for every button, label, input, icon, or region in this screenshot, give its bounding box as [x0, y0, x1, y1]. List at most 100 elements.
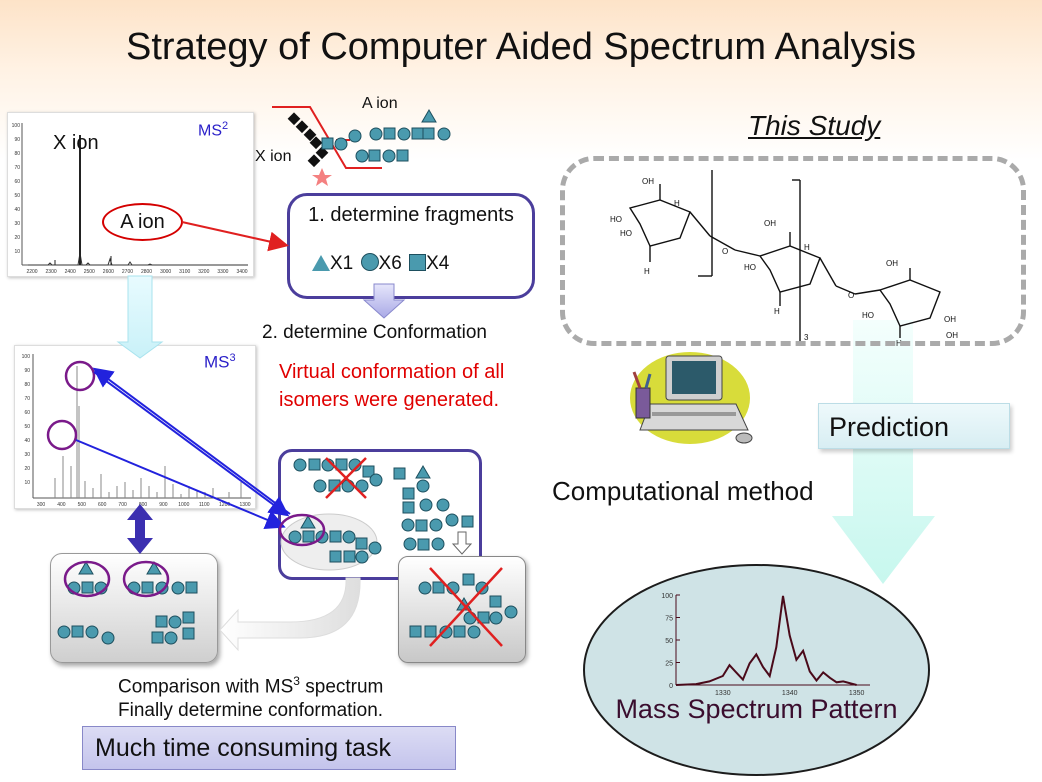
a-ion-to-fragments-arrow [181, 221, 289, 252]
ms2-y-tick: 40 [14, 207, 20, 213]
ms3-peaks [54, 366, 242, 498]
parent-glycan-structure [272, 106, 451, 186]
svg-text:OH: OH [886, 259, 898, 268]
final-match-circle-1 [63, 560, 111, 598]
ms3-x-tick: 900 [159, 502, 168, 508]
pred-x-tick: 1340 [782, 690, 798, 697]
ms2-x-tick: 2400 [65, 269, 76, 275]
ms2-y-tick: 30 [14, 221, 20, 227]
step1-title: 1. determine fragments [308, 204, 514, 226]
ms2-y-tick: 60 [14, 179, 20, 185]
prediction-label: Prediction [818, 403, 1010, 449]
ms3-y-tick: 90 [24, 368, 30, 374]
predicted-spectrum-chart: 0 25 50 75 100 1330 1340 1350 [661, 593, 870, 697]
ms2-y-tick: 100 [12, 123, 21, 129]
ms2-x-tick: 2300 [46, 269, 57, 275]
ms3-y-tick: 70 [24, 396, 30, 402]
pred-y-tick: 50 [665, 638, 673, 645]
svg-text:H: H [674, 199, 680, 208]
pred-y-tick: 0 [669, 683, 673, 690]
svg-text:H: H [896, 339, 902, 348]
rejected-glycans [409, 573, 518, 639]
svg-text:H: H [644, 267, 650, 276]
time-consuming-box: Much time consuming task [82, 726, 456, 770]
ms2-tag: MS2 [198, 120, 229, 140]
predicted-spectrum-line [675, 595, 857, 686]
ms3-x-tick: 800 [139, 502, 148, 508]
fragment-legend: X1 X6 X4 [312, 253, 449, 275]
final-glycans [57, 561, 198, 645]
prediction-arrow [832, 320, 935, 584]
svg-text:3: 3 [804, 333, 809, 342]
ms2-x-tick: 2800 [141, 269, 152, 275]
ms2-x-tick: 2700 [122, 269, 133, 275]
ms3-x-tick: 600 [98, 502, 107, 508]
structure-a-ion-label: A ion [362, 95, 398, 112]
selected-candidate-circle [278, 513, 326, 547]
svg-text:OH: OH [946, 331, 958, 340]
step-down-arrow [362, 283, 406, 319]
circle-icon [360, 253, 379, 271]
svg-text:HO: HO [862, 311, 874, 320]
ms2-x-tick: 3400 [236, 269, 247, 275]
comparison-double-arrow [127, 504, 153, 554]
ms2-x-tick: 3000 [160, 269, 171, 275]
ms2-y-tick: 50 [14, 193, 20, 199]
computational-method-label: Computational method [552, 476, 814, 506]
legend-x6: X6 [378, 253, 402, 274]
ms2-y-tick: 10 [14, 249, 20, 255]
a-ion-label: A ion [120, 211, 165, 233]
molecule-atom-labels: OH HO HO H H O OH HO H H O OH HO H OH OH… [610, 177, 958, 348]
final-conformation-box [50, 553, 218, 663]
svg-text:O: O [722, 247, 728, 256]
pred-y-tick: 25 [665, 661, 673, 668]
svg-text:OH: OH [944, 315, 956, 324]
ms2-to-ms3-arrow [116, 275, 164, 359]
mass-spectrum-pattern-label: Mass Spectrum Pattern [615, 694, 898, 724]
legend-x4: X4 [426, 253, 450, 274]
square-icon [409, 254, 427, 271]
ms3-x-tick: 300 [37, 502, 46, 508]
ms3-y-tick: 20 [24, 466, 30, 472]
candidate-glycans [293, 458, 474, 551]
comparison-text: Comparison with MS3 spectrum Finally det… [118, 674, 384, 722]
computer-icon [630, 352, 753, 444]
ms3-y-tick: 100 [22, 354, 31, 360]
ms2-y-tick: 80 [14, 151, 20, 157]
rejected-cross-icon-2 [429, 567, 503, 647]
blue-arrow-2 [75, 439, 286, 530]
ms3-y-tick: 30 [24, 452, 30, 458]
ms3-x-tick: 1300 [239, 502, 250, 508]
svg-text:HO: HO [610, 215, 622, 224]
virtual-conformation-note: Virtual conformation of all isomers were… [279, 361, 505, 411]
svg-text:OH: OH [642, 177, 654, 186]
ms3-tag: MS3 [204, 352, 236, 372]
pred-y-tick: 100 [661, 593, 673, 600]
result-back-arrow [219, 577, 361, 652]
ms2-x-tick: 3200 [198, 269, 209, 275]
svg-text:O: O [848, 291, 854, 300]
svg-text:HO: HO [620, 229, 632, 238]
legend-x1: X1 [330, 253, 354, 274]
ms3-y-tick: 80 [24, 382, 30, 388]
a-ion-oval: A ion [102, 203, 183, 241]
pred-y-tick: 75 [665, 616, 673, 623]
ms3-y-tick: 50 [24, 424, 30, 430]
ms3-x-tick: 1100 [199, 502, 210, 508]
ms2-y-tick: 70 [14, 165, 20, 171]
ms3-x-tick: 400 [57, 502, 66, 508]
ms3-x-tick: 700 [118, 502, 127, 508]
pred-x-tick: 1330 [715, 690, 731, 697]
ms3-y-tick: 10 [24, 480, 30, 486]
svg-text:H: H [804, 243, 810, 252]
ms3-y-tick: 40 [24, 438, 30, 444]
ms2-x-tick: 3300 [217, 269, 228, 275]
predicted-spectrum-ellipse [583, 564, 930, 776]
ms2-y-tick: 90 [14, 137, 20, 143]
structure-x-ion-label: X ion [255, 148, 291, 165]
pred-x-tick: 1350 [849, 690, 865, 697]
